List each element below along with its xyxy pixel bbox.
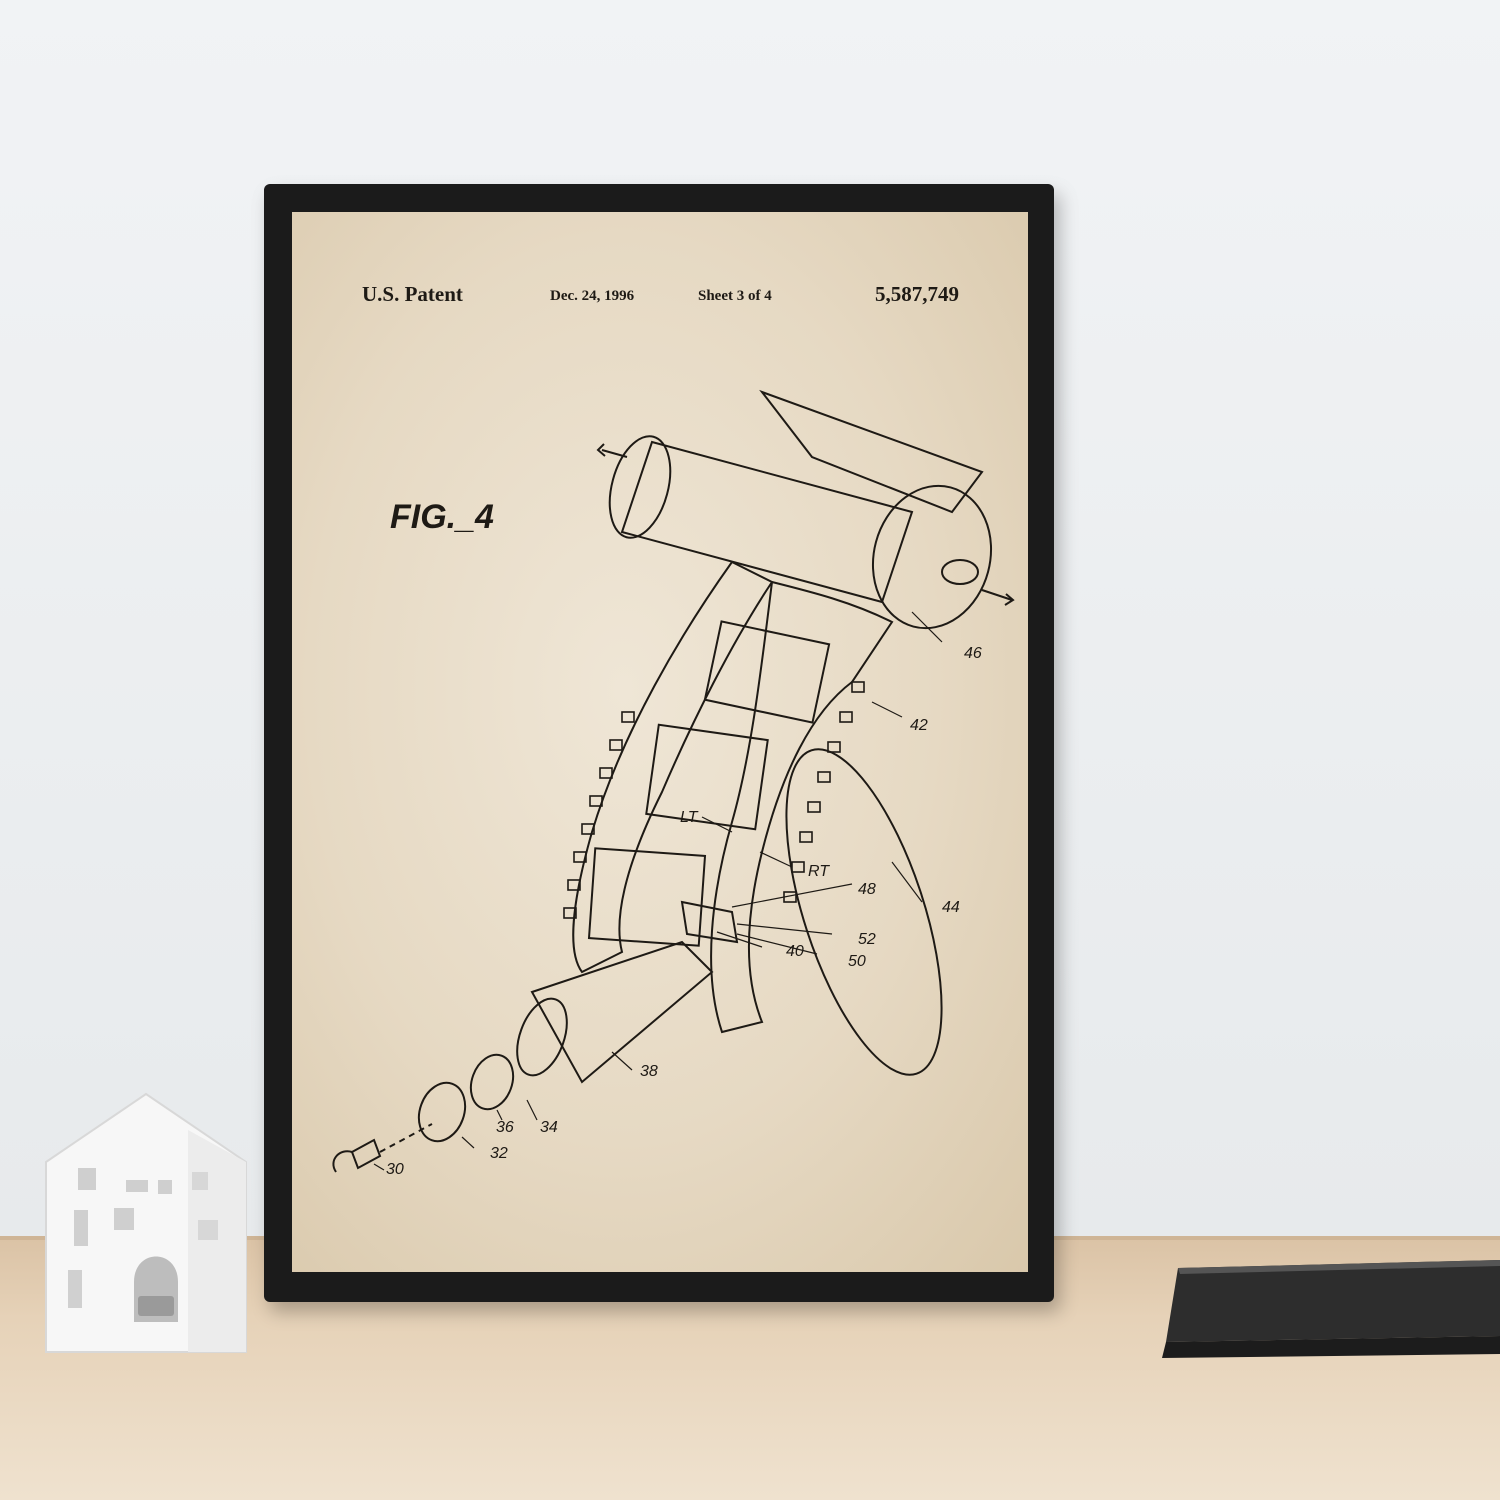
patent-date: Dec. 24, 1996 [550,288,635,304]
patent-header-left: U.S. Patent [362,282,463,306]
closed-laptop [1162,1260,1500,1358]
film-reel-drawing: 46 42 44 48 52 50 40 38 36 34 32 30 LT R… [332,389,1015,1178]
ref-46: 46 [964,645,982,662]
patent-sheet: Sheet 3 of 4 [698,288,772,304]
figure-label: FIG._4 [390,498,494,536]
ref-34: 34 [540,1119,558,1136]
ref-40: 40 [786,943,804,960]
patent-poster: U.S. Patent Dec. 24, 1996 Sheet 3 of 4 5… [292,212,1028,1272]
patent-number: 5,587,749 [875,282,959,306]
ref-30: 30 [386,1161,404,1178]
ref-50: 50 [848,953,866,970]
ref-42: 42 [910,717,928,734]
ref-38: 38 [640,1063,658,1080]
ref-LT: LT [680,809,699,826]
ref-36: 36 [496,1119,514,1136]
ref-32: 32 [490,1145,508,1162]
house-candle-holder [45,1092,247,1353]
ref-RT: RT [808,863,830,880]
ref-52: 52 [858,931,876,948]
ref-48: 48 [858,881,876,898]
ref-44: 44 [942,899,960,916]
